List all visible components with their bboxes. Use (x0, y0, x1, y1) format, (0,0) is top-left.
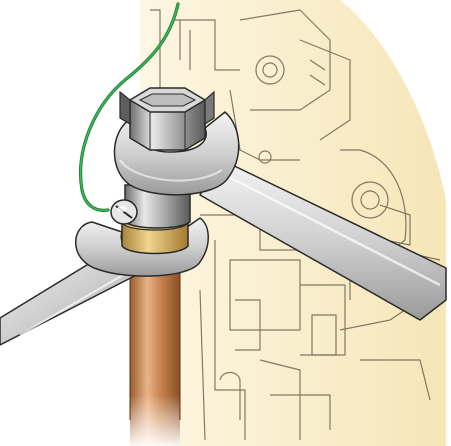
screw-icon (110, 199, 138, 225)
upper-wrench-open-end-wrench-icon (113, 111, 447, 321)
wire-icon (79, 2, 180, 212)
hex-nut-icon (119, 87, 215, 151)
